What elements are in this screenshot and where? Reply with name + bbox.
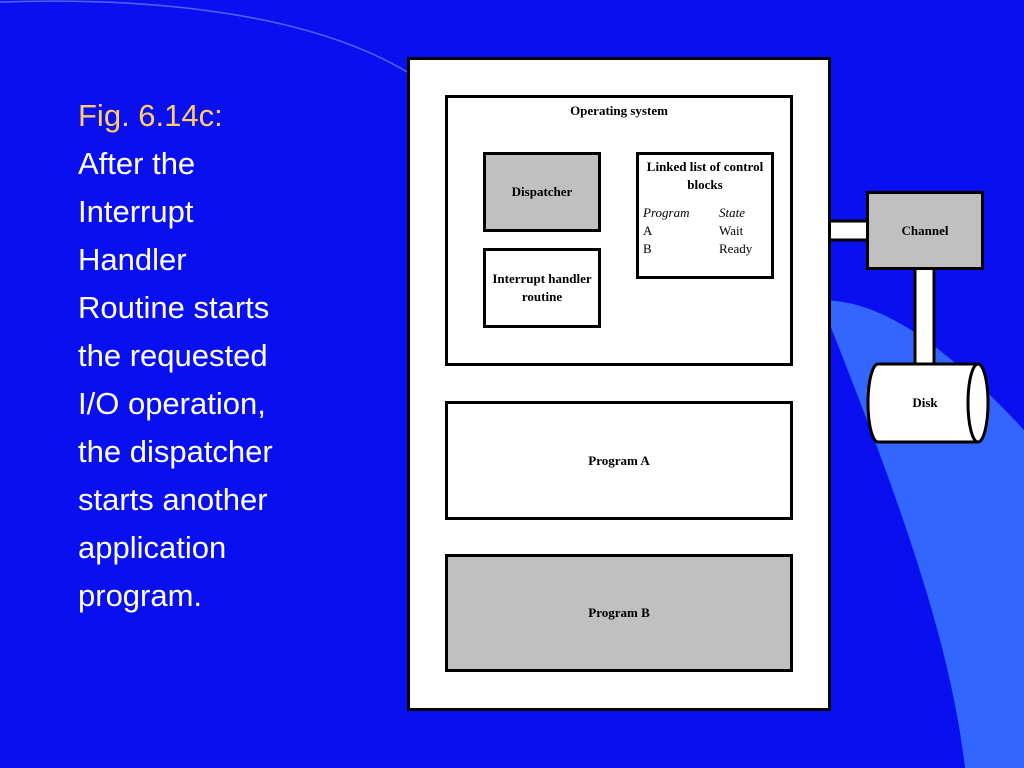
disk-cylinder: Disk [866,362,994,444]
slide-caption: Fig. 6.14c: After the Interrupt Handler … [78,92,378,620]
os-title: Operating system [570,103,668,118]
figure-label: Fig. 6.14c: [78,98,223,133]
row-state: Ready [719,241,753,256]
channel-box: Channel [866,191,984,270]
header-program: Program [643,205,690,220]
table-row: B Ready [643,240,752,258]
dispatcher-label: Dispatcher [511,184,573,199]
interrupt-handler-box: Interrupt handler routine [483,248,601,328]
program-a-label: Program A [588,452,650,468]
program-b-region: Program B [445,554,793,672]
control-block-table: Program State A Wait B Ready [643,204,752,258]
disk-label: Disk [912,395,938,410]
header-state: State [719,205,745,220]
caption-text: After the Interrupt Handler Routine star… [78,146,273,613]
channel-label: Channel [901,222,949,238]
dispatcher-box: Dispatcher [483,152,601,232]
row-program: B [643,241,652,256]
table-header-row: Program State [643,204,752,222]
disk-icon [866,362,990,444]
linked-list-box: Linked list of control blocks Program St… [636,152,774,279]
linked-list-title: Linked list of control blocks [646,159,764,192]
interrupt-handler-label: Interrupt handler routine [492,271,592,304]
table-row: A Wait [643,222,752,240]
row-state: Wait [719,223,744,238]
row-program: A [643,223,653,238]
program-b-label: Program B [588,605,650,620]
program-a-region: Program A [445,401,793,520]
